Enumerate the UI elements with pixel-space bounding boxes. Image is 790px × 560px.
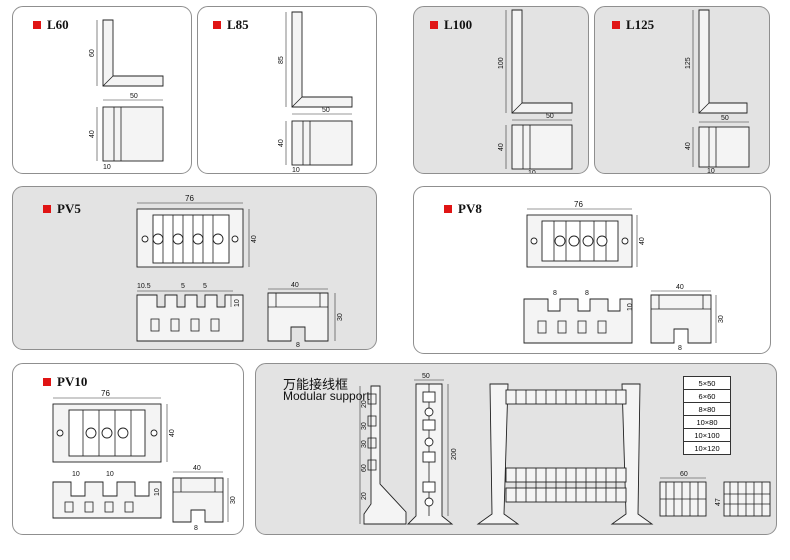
- dim-label: 200: [451, 448, 458, 460]
- dim-label: 8: [194, 525, 198, 532]
- dim-label: 30: [361, 440, 368, 448]
- pv5-drawing: 76 40 10.5 5 5 10 40 30 8: [136, 194, 344, 349]
- dim-label: 8: [678, 345, 682, 352]
- dim-length: 76: [185, 194, 194, 203]
- dim-label: 40: [193, 465, 201, 472]
- panel-pv5: PV5 76 40 10.5 5 5 10 40: [12, 186, 377, 350]
- l-bracket-drawing: 85 50 40 10: [278, 11, 353, 174]
- panel-title: L125: [612, 17, 654, 33]
- title-text: L60: [47, 17, 69, 32]
- title-chinese: 万能接线框: [283, 377, 349, 392]
- panel-title: PV5: [43, 201, 81, 217]
- dim-base: 10: [103, 164, 111, 171]
- dim-length: 76: [574, 200, 583, 209]
- dim-label: 60: [361, 464, 368, 472]
- title-text: L125: [626, 17, 655, 32]
- dim-label: 10: [72, 471, 80, 478]
- dim-width: 40: [639, 237, 646, 245]
- spec-table: 5×50 6×60 8×80 10×80 10×100 10×120: [683, 376, 731, 455]
- red-marker-icon: [444, 205, 452, 213]
- dim-label: 40: [291, 282, 299, 289]
- l-bracket-drawing: 60 50 40 10: [89, 19, 164, 171]
- dim-label: 30: [230, 496, 237, 504]
- l-bracket-drawing: 125 50 40 10: [685, 9, 750, 174]
- spec-cell: 10×120: [683, 441, 731, 455]
- dim-height: 60: [89, 49, 96, 57]
- spec-cell: 8×80: [683, 402, 731, 416]
- dim-base: 10: [707, 168, 715, 174]
- dim-height: 125: [685, 57, 692, 69]
- dim-label: 40: [676, 284, 684, 291]
- dim-label: 47: [715, 498, 722, 506]
- red-marker-icon: [430, 21, 438, 29]
- red-marker-icon: [33, 21, 41, 29]
- dim-label: 8: [585, 290, 589, 297]
- dim-label: 5: [181, 283, 185, 290]
- dim-label: 20: [361, 400, 368, 408]
- dim-label: 50: [422, 373, 430, 380]
- red-marker-icon: [612, 21, 620, 29]
- panel-l60: L60 60 50 40 10: [12, 6, 192, 174]
- panel-pv8: PV8 76 40 8 8 10 40 30 8: [413, 186, 771, 354]
- dim-label: 10: [154, 488, 161, 496]
- title-text: PV8: [458, 201, 482, 216]
- dim-base: 10: [528, 170, 536, 174]
- panel-title: L85: [213, 17, 249, 33]
- spec-cell: 10×80: [683, 415, 731, 429]
- dim-width: 50: [546, 113, 554, 120]
- dim-depth: 40: [89, 130, 96, 138]
- dim-label: 10: [106, 471, 114, 478]
- dim-label: 5: [203, 283, 207, 290]
- panel-pv10: PV10 76 40 10 10 10 40 30 8: [12, 363, 244, 535]
- panel-l125: L125 125 50 40 10: [594, 6, 770, 174]
- panel-title: PV10: [43, 374, 87, 390]
- dim-label: 8: [553, 290, 557, 297]
- dim-width: 50: [721, 115, 729, 122]
- dim-label: 30: [337, 313, 344, 321]
- dim-label: 10: [234, 299, 241, 307]
- dim-width: 40: [251, 235, 258, 243]
- dim-length: 76: [101, 389, 110, 398]
- spec-cell: 5×50: [683, 376, 731, 390]
- panel-title: L60: [33, 17, 69, 33]
- red-marker-icon: [213, 21, 221, 29]
- l-bracket-drawing: 100 50 40 10: [498, 9, 573, 174]
- pv8-drawing: 76 40 8 8 10 40 30 8: [523, 200, 725, 352]
- title-text: L85: [227, 17, 249, 32]
- panel-l100: L100 100 50 40 10: [413, 6, 589, 174]
- dim-label: 10: [627, 303, 634, 311]
- title-text: PV10: [57, 374, 88, 389]
- panel-l85: L85 85 50 40 10: [197, 6, 377, 174]
- dim-depth: 40: [278, 139, 285, 147]
- dim-label: 10.5: [137, 283, 151, 290]
- title-text: L100: [444, 17, 473, 32]
- dim-height: 100: [498, 57, 505, 69]
- dim-base: 10: [292, 167, 300, 174]
- dim-width: 50: [322, 107, 330, 114]
- red-marker-icon: [43, 378, 51, 386]
- panel-modular-support: 万能接线框 Modular support 20 30 30 60 20 50 …: [255, 363, 777, 535]
- dim-depth: 40: [498, 143, 505, 151]
- dim-label: 30: [718, 315, 725, 323]
- dim-height: 85: [278, 56, 285, 64]
- dim-label: 20: [361, 492, 368, 500]
- pv10-drawing: 76 40 10 10 10 40 30 8: [52, 389, 237, 532]
- title-text: PV5: [57, 201, 81, 216]
- dim-label: 8: [296, 342, 300, 349]
- panel-title: L100: [430, 17, 472, 33]
- dim-label: 30: [361, 422, 368, 430]
- red-marker-icon: [43, 205, 51, 213]
- modular-support-drawing: 20 30 30 60 20 50 200: [359, 373, 771, 525]
- dim-width: 40: [169, 429, 176, 437]
- spec-cell: 10×100: [683, 428, 731, 442]
- spec-cell: 6×60: [683, 389, 731, 403]
- dim-label: 60: [680, 471, 688, 478]
- dim-depth: 40: [685, 142, 692, 150]
- dim-width: 50: [130, 93, 138, 100]
- title-english: Modular support: [283, 389, 370, 403]
- panel-title: PV8: [444, 201, 482, 217]
